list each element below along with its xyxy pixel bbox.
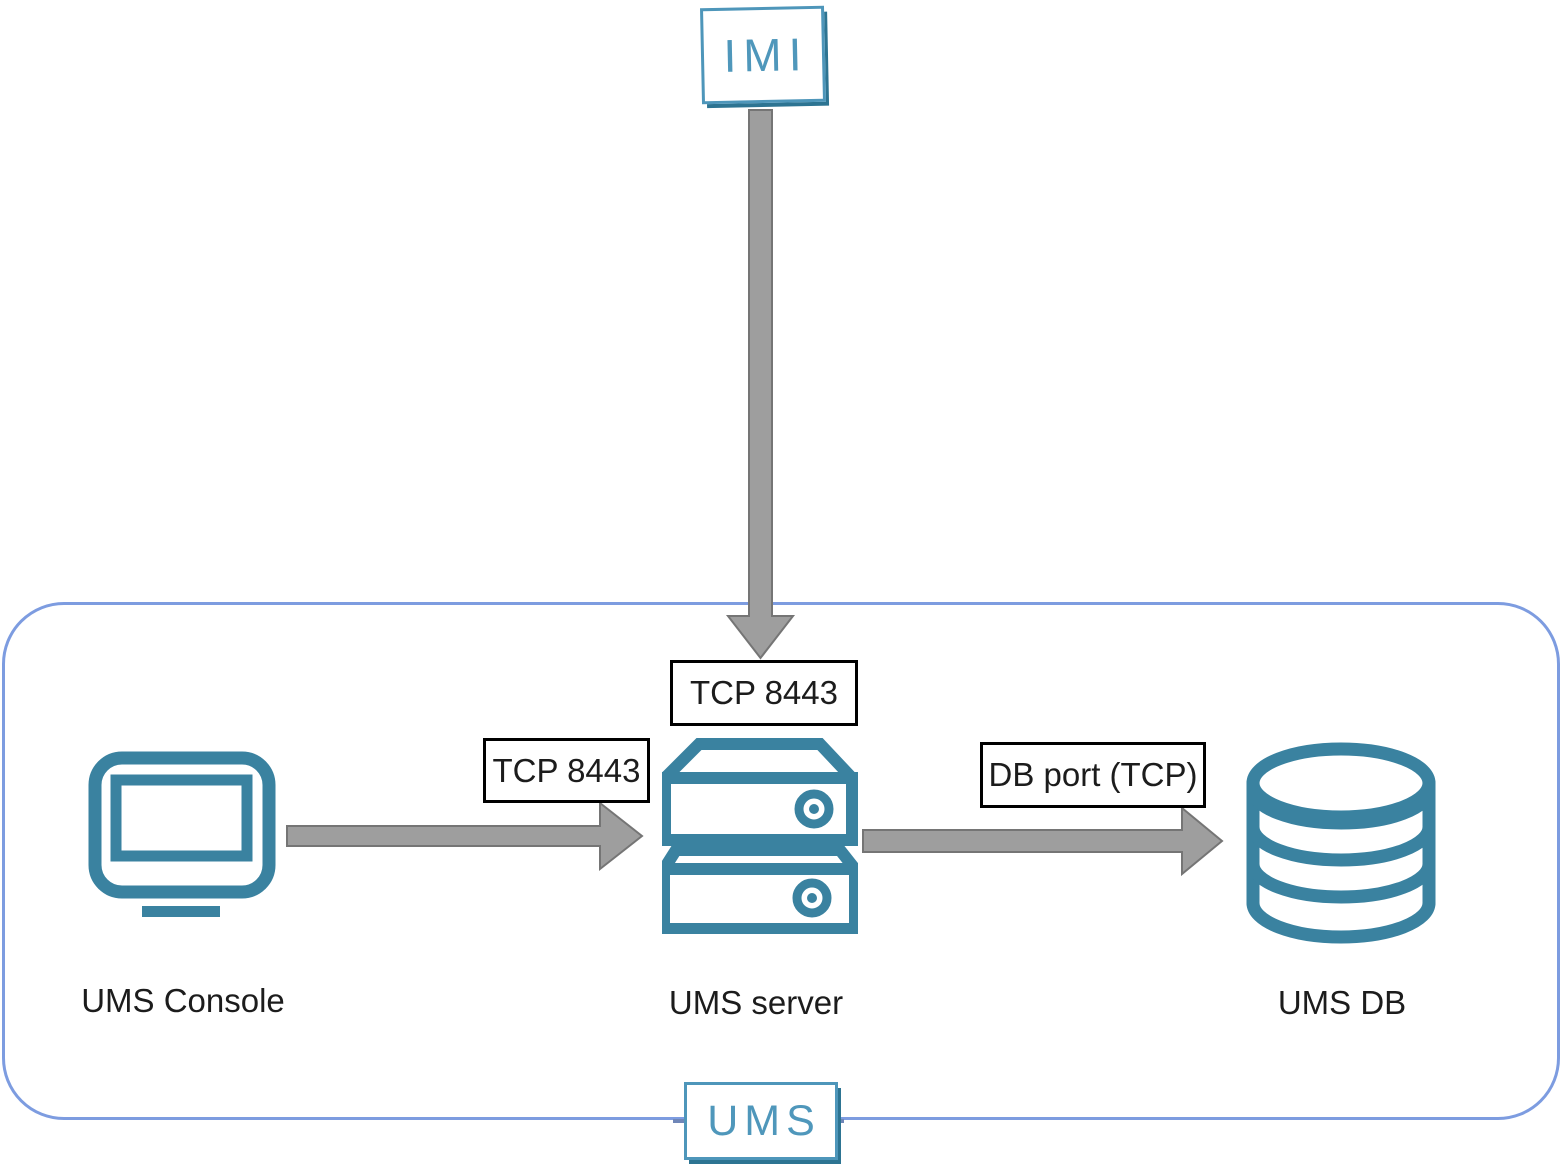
port-label-imi-server: TCP 8443 bbox=[670, 660, 858, 726]
imi-node-label: IMI bbox=[723, 28, 809, 82]
connector-tick-left bbox=[673, 1119, 686, 1123]
port-label-console-server: TCP 8443 bbox=[483, 738, 650, 803]
port-label-text: TCP 8443 bbox=[690, 674, 838, 711]
arrow-imi-to-ums-server bbox=[725, 109, 796, 660]
server-label: UMS server bbox=[668, 984, 844, 1021]
ums-group-box: UMS bbox=[684, 1082, 838, 1160]
database-icon bbox=[1246, 742, 1436, 944]
port-label-text: DB port (TCP) bbox=[988, 756, 1198, 793]
port-label-server-db: DB port (TCP) bbox=[980, 742, 1206, 808]
port-label-text: TCP 8443 bbox=[492, 751, 641, 789]
ums-group-label: UMS bbox=[707, 1096, 821, 1145]
console-label: UMS Console bbox=[81, 982, 285, 1019]
server-icon bbox=[662, 738, 858, 934]
monitor-icon bbox=[88, 751, 276, 917]
imi-node-box: IMI bbox=[700, 5, 826, 105]
db-label: UMS DB bbox=[1277, 984, 1407, 1021]
